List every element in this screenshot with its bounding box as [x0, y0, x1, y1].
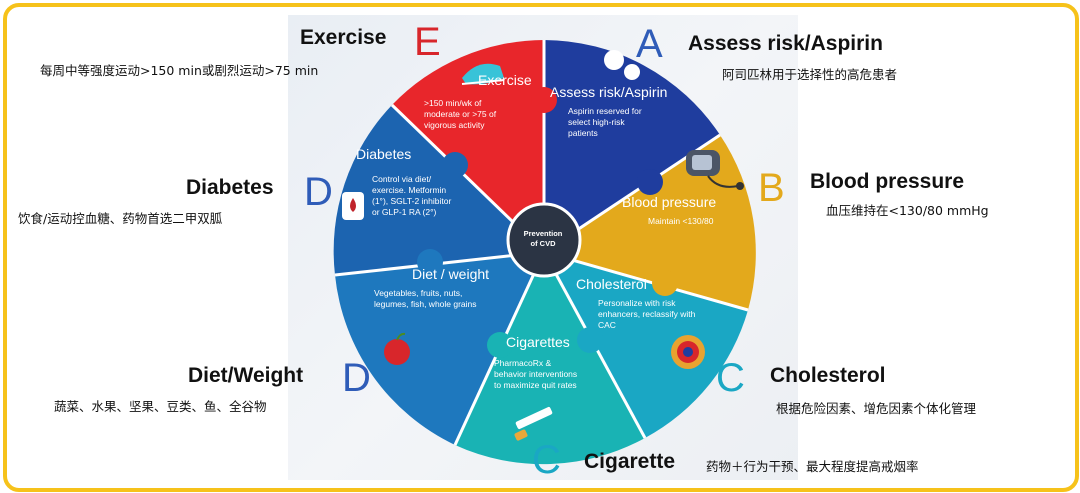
cigarette-annotation-title: Cigarette: [584, 450, 676, 473]
aspirin-segment: [544, 40, 720, 252]
diet-annotation-title: Diet/Weight: [188, 364, 304, 387]
cigarette-annotation-text: 药物＋行为干预、最大程度提高戒烟率: [706, 459, 919, 474]
letter-d-bottom: D: [342, 356, 371, 400]
apple-icon: [384, 332, 410, 365]
center-label: Prevention of CVD: [523, 229, 563, 248]
exercise-annotation-text: 每周中等强度运动>150 min或剧烈运动>75 min: [40, 63, 319, 78]
aspirin-section-body: Aspirin reserved for select high-risk pa…: [568, 106, 642, 138]
diet-section-body: Vegetables, fruits, nuts, legumes, fish,…: [374, 288, 477, 309]
cigarettes-section-title: Cigarettes: [506, 334, 570, 350]
diabetes-section-title: Diabetes: [356, 146, 412, 162]
letter-e: E: [414, 20, 441, 64]
diet-annotation-text: 蔬菜、水果、坚果、豆类、鱼、全谷物: [54, 399, 267, 414]
pills-icon: [604, 50, 640, 80]
exercise-segment: [392, 40, 544, 252]
diet-section-title: Diet / weight: [412, 266, 490, 282]
letter-c-right: C: [716, 356, 745, 400]
diet-segment: [335, 252, 544, 445]
bp-annotation-title: Blood pressure: [810, 170, 965, 193]
aspirin-annotation-text: 阿司匹林用于选择性的高危患者: [722, 67, 898, 82]
letter-b: B: [758, 166, 785, 210]
letter-c-bottom: C: [532, 438, 561, 482]
diabetes-annotation-text: 饮食/运动控血糖、药物首选二甲双胍: [18, 211, 223, 226]
exercise-section-body: >150 min/wk of moderate or >75 of vigoro…: [424, 98, 497, 130]
cholesterol-section-body: Personalize with risk enhancers, reclass…: [598, 298, 696, 330]
cholesterol-annotation-title: Cholesterol: [770, 364, 886, 387]
cholesterol-section-title: Cholesterol: [576, 276, 647, 292]
blood-pressure-monitor-icon: [686, 150, 744, 190]
cholesterol-icon: [671, 335, 705, 369]
bp-annotation-text: 血压维持在<130/80 mmHg: [826, 203, 989, 218]
cholesterol-segment: [544, 252, 748, 438]
cigarettes-segment: [455, 252, 645, 465]
blood-drop-icon: [342, 192, 364, 220]
exercise-section-title: Exercise: [478, 72, 532, 88]
puzzle-knobs: [417, 87, 678, 358]
center-hub: [506, 202, 582, 278]
exercise-annotation-title: Exercise: [300, 26, 387, 49]
cigarettes-section-body: PharmacoRx & behavior interventions to m…: [494, 358, 578, 390]
bp-section-title: Blood pressure: [622, 194, 717, 210]
diabetes-section-body: Control via diet/ exercise. Metformin (1…: [372, 174, 452, 217]
shoe-icon: [461, 63, 505, 85]
cigarette-icon: [514, 407, 553, 441]
diabetes-segment: [333, 105, 544, 275]
aspirin-section-title: Assess risk/Aspirin: [550, 84, 668, 100]
diabetes-annotation-title: Diabetes: [186, 176, 274, 199]
cholesterol-annotation-text: 根据危险因素、增危因素个体化管理: [776, 401, 977, 416]
image-frame: [3, 3, 1079, 492]
bp-section-body: Maintain <130/80: [648, 216, 714, 226]
letter-d-top: D: [304, 170, 333, 214]
aspirin-annotation-title: Assess risk/Aspirin: [688, 32, 883, 55]
letter-a: A: [636, 22, 663, 66]
